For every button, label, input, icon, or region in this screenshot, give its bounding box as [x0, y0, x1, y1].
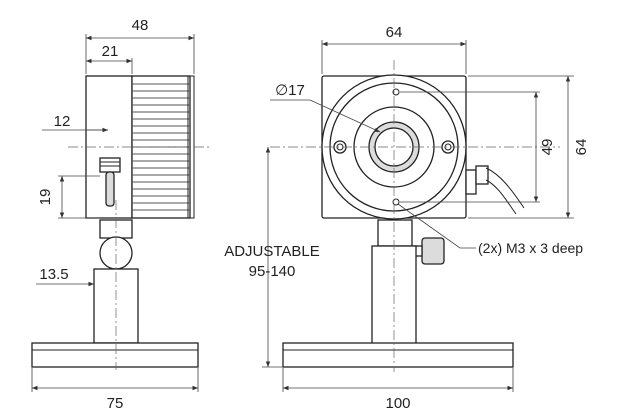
- dim-aperture-diameter: ∅17: [275, 82, 305, 99]
- front-m3-bottom: [392, 198, 400, 206]
- dim-100: 100: [385, 395, 410, 412]
- front-post-clamp: [377, 219, 413, 247]
- dim-12: 12: [54, 113, 71, 130]
- dim-48: 48: [132, 17, 149, 34]
- adjustable-label: ADJUSTABLE: [224, 243, 320, 260]
- front-base-plate: [282, 342, 514, 368]
- side-connector: [99, 157, 121, 207]
- dim-13-5: 13.5: [39, 266, 68, 283]
- dim-64-width: 64: [386, 24, 403, 41]
- front-m3-top: [392, 88, 400, 96]
- front-dimensions: 64 64 49 ∅17 ADJUSTABLE 95-140 (2x) M3 x…: [224, 24, 590, 412]
- adjustable-range: 95-140: [249, 263, 296, 280]
- front-clamp-knob: [421, 237, 445, 265]
- dim-49: 49: [539, 139, 556, 156]
- front-cable: [465, 165, 525, 215]
- front-view: [270, 60, 560, 372]
- dim-19: 19: [37, 189, 54, 206]
- side-view: [31, 75, 210, 370]
- m3-callout: (2x) M3 x 3 deep: [478, 240, 583, 256]
- side-base-plate: [31, 342, 199, 368]
- dim-21: 21: [102, 43, 119, 60]
- side-dimensions: 48 21 12 19 13.5 75: [31, 17, 199, 412]
- dim-64-height: 64: [573, 139, 590, 156]
- dim-75: 75: [107, 395, 124, 412]
